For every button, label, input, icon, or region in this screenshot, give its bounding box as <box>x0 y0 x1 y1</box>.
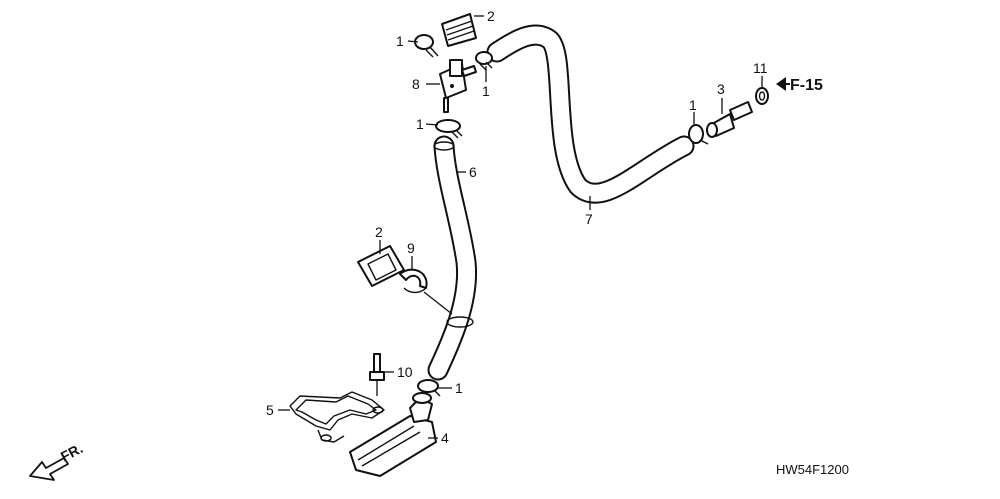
clip-1-top-left <box>414 34 439 58</box>
leader-9b <box>423 291 453 315</box>
callout-1-top-left: 1 <box>396 33 404 49</box>
ring-11 <box>755 87 769 105</box>
clip-1-right <box>688 124 709 145</box>
pad-2-top <box>441 13 477 47</box>
front-arrow-icon <box>29 457 69 481</box>
joint-3 <box>706 101 753 138</box>
reference-arrow <box>776 77 790 91</box>
clip-1-upper-right <box>475 51 493 71</box>
reference-label: F-15 <box>790 77 823 94</box>
callout-6: 6 <box>469 164 477 180</box>
callout-4: 4 <box>441 430 449 446</box>
joint-8 <box>439 59 477 113</box>
callout-7: 7 <box>585 211 593 227</box>
callout-8: 8 <box>412 76 420 92</box>
bolt-10 <box>369 353 385 396</box>
callout-2-top: 2 <box>487 8 495 24</box>
tank-4 <box>349 392 437 477</box>
clip-1-middle <box>435 119 463 139</box>
diagram-code: HW54F1200 <box>776 462 849 477</box>
callout-10: 10 <box>397 364 413 380</box>
pad-2-middle <box>357 245 405 287</box>
callout-1-middle: 1 <box>416 116 424 132</box>
callout-3: 3 <box>717 81 725 97</box>
leader-1c <box>425 123 439 126</box>
hose-7 <box>486 24 695 204</box>
callout-5: 5 <box>266 402 274 418</box>
bracket-5 <box>289 391 385 443</box>
callout-1-upper-right: 1 <box>482 83 490 99</box>
band-9 <box>399 268 428 294</box>
callout-11: 11 <box>753 60 768 76</box>
clip-1-bottom <box>417 379 441 397</box>
callout-1-right: 1 <box>689 97 697 113</box>
leader-1a <box>407 40 419 43</box>
callout-1-bottom: 1 <box>455 380 463 396</box>
hose-6 <box>427 135 478 381</box>
callout-9: 9 <box>407 240 415 256</box>
callout-2-middle: 2 <box>375 224 383 240</box>
